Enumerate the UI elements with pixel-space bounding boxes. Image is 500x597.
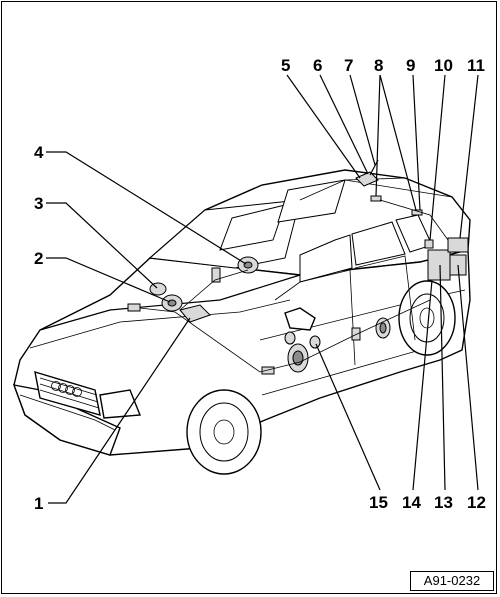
- component-10: [424, 239, 434, 249]
- connector-rear-door: [351, 327, 361, 341]
- car-front: [34, 370, 142, 419]
- callout-14: 14: [402, 493, 421, 512]
- car-doors: [274, 255, 416, 366]
- component-11: [447, 237, 469, 253]
- leader-3: [46, 202, 158, 289]
- leader-12: [457, 264, 479, 491]
- callout-2: 2: [34, 249, 44, 268]
- front-wheel: [186, 389, 262, 475]
- leader-8a: [375, 74, 381, 197]
- leader-1: [48, 317, 191, 504]
- component-13: [427, 249, 451, 281]
- side-mirror: [284, 307, 316, 331]
- connector-dash: [211, 267, 221, 283]
- leader-10: [429, 74, 446, 241]
- leader-5: [286, 74, 361, 179]
- leader-14: [412, 279, 433, 491]
- leader-7: [349, 74, 376, 166]
- leader-lines: [46, 74, 479, 504]
- car-logo-rings: [51, 381, 82, 397]
- leader-2: [46, 257, 171, 303]
- leader-4: [46, 151, 247, 265]
- callout-1: 1: [34, 494, 44, 513]
- callout-13: 13: [434, 493, 453, 512]
- leader-6: [319, 74, 369, 175]
- component-15: [309, 335, 321, 349]
- reference-code: A91-0232: [410, 571, 494, 591]
- callout-4: 4: [34, 143, 44, 162]
- components: [127, 159, 469, 375]
- door-tweeter: [284, 331, 296, 345]
- leader-13: [439, 264, 446, 491]
- leader-8b: [379, 74, 417, 211]
- leader-9: [412, 74, 421, 211]
- component-8: [370, 195, 382, 202]
- callout-5: 5: [281, 56, 291, 75]
- callout-8: 8: [374, 56, 384, 75]
- component-3: [149, 282, 167, 296]
- component-5: [355, 171, 379, 187]
- rear-wheel: [398, 280, 456, 356]
- callout-10: 10: [434, 56, 453, 75]
- callout-9: 9: [406, 56, 416, 75]
- component-1: [179, 304, 211, 323]
- callout-11: 11: [467, 56, 485, 75]
- leader-11: [459, 74, 479, 239]
- callout-3: 3: [34, 194, 44, 213]
- car-glass: [148, 177, 453, 283]
- leader-15: [315, 343, 381, 491]
- callout-15: 15: [369, 493, 388, 512]
- callout-12: 12: [467, 493, 486, 512]
- callout-7: 7: [344, 56, 354, 75]
- connector-door: [261, 366, 275, 375]
- connector-front: [127, 303, 141, 312]
- callout-6: 6: [313, 56, 323, 75]
